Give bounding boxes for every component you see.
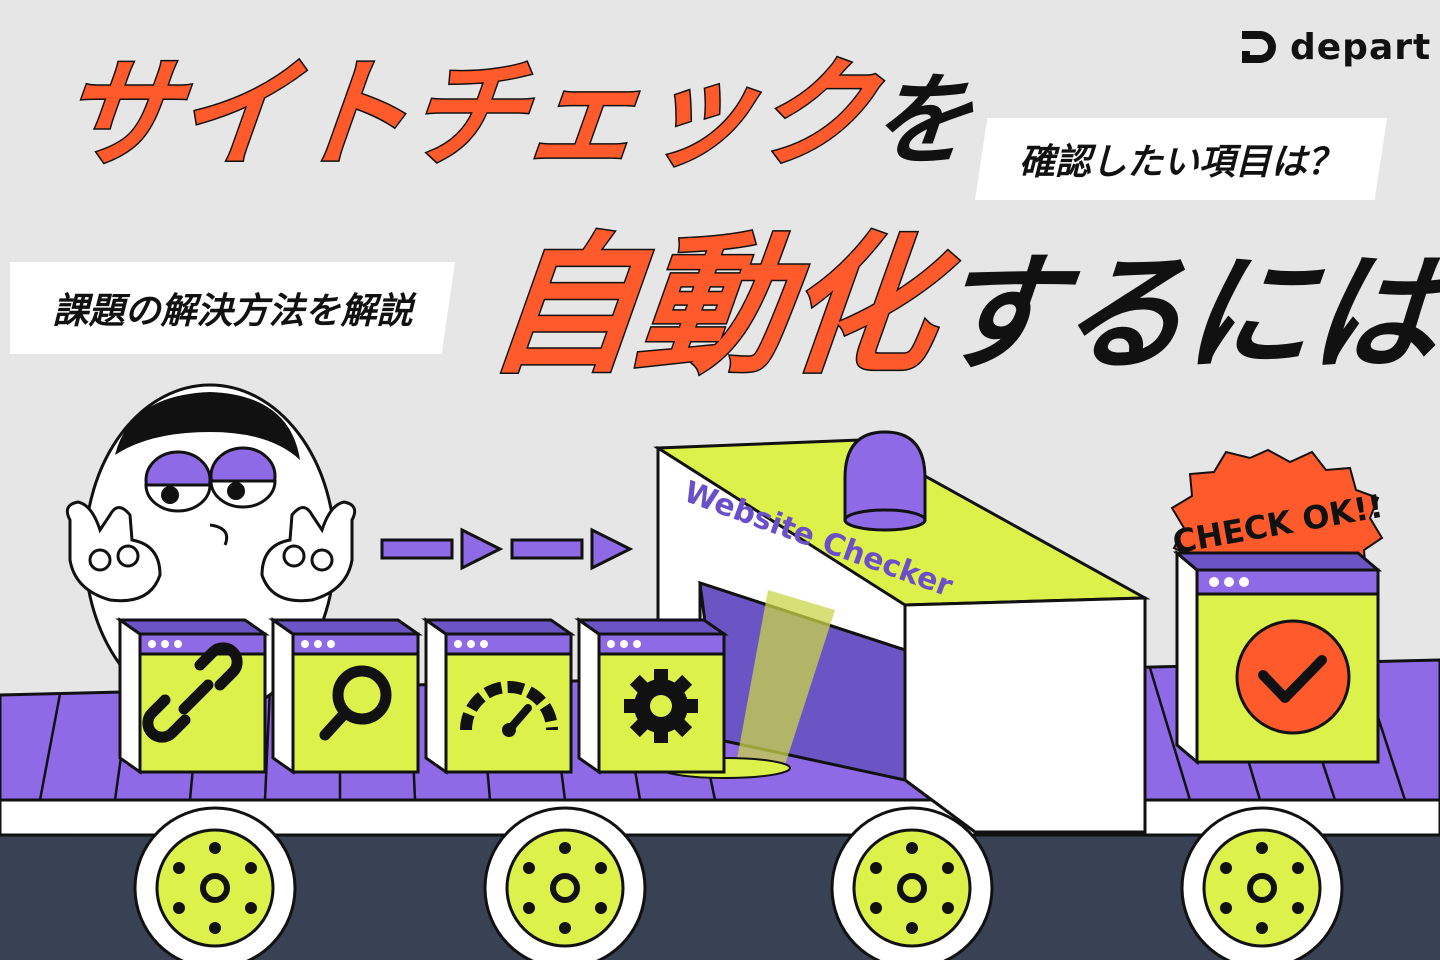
brand-name: depart <box>1290 26 1432 68</box>
brand-logo: depart <box>1238 25 1431 69</box>
item-box-search <box>268 617 423 775</box>
tag-solution: 課題の解決方法を解説 <box>10 262 455 354</box>
checked-window <box>1172 549 1383 766</box>
speedometer-icon <box>460 681 558 737</box>
depart-logo-icon <box>1242 31 1276 63</box>
search-icon <box>319 665 392 741</box>
item-box-speed <box>421 617 576 775</box>
conveyor-wheels <box>133 806 1344 960</box>
flow-arrows <box>380 527 634 571</box>
link-icon <box>142 642 243 743</box>
check-icon <box>1258 655 1327 703</box>
tag-question: 確認したい項目は？ <box>975 118 1387 200</box>
gear-icon <box>624 669 698 743</box>
